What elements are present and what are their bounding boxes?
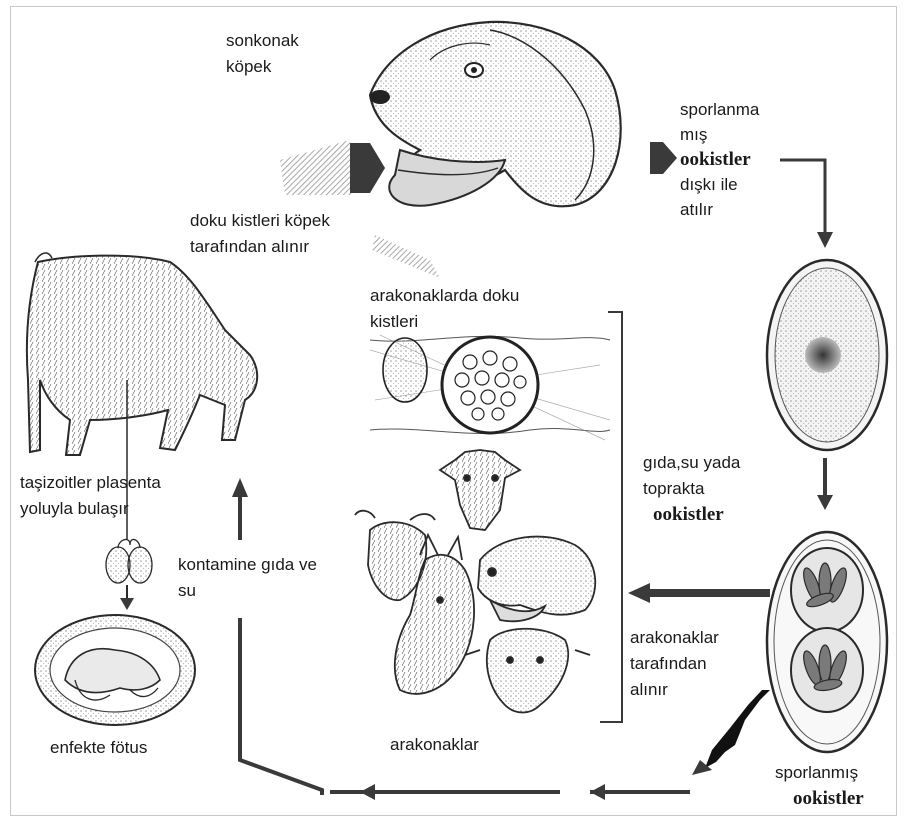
label-tissue-cysts-intermediate: arakonaklarda doku kistleri — [370, 283, 519, 335]
label-tissue-cysts-taken: doku kistleri köpek tarafından alınır — [190, 208, 330, 260]
unsporulated-oocyst-illustration — [767, 260, 887, 450]
arrow-into-dog — [350, 143, 385, 193]
label-definitive-host: sonkonak köpek — [226, 28, 299, 80]
label-intermediate-hosts: arakonaklar — [390, 732, 479, 758]
arrow-up-to-goat — [232, 478, 248, 497]
hatched-smear-left — [280, 140, 352, 195]
label-transplacental: taşizoitler plasenta yoluyla bulaşır — [20, 470, 161, 522]
hatched-smear-lower — [372, 235, 440, 278]
label-sporulated-oocysts: sporlanmış ookistler — [775, 760, 864, 812]
goat-illustration — [27, 253, 257, 455]
label-infected-fetus: enfekte fötus — [50, 735, 147, 761]
arrow-down-to-sporulated — [817, 495, 833, 510]
arrow-bottom-right — [590, 784, 605, 800]
arrow-down-to-unsporulated — [817, 232, 833, 248]
label-contaminated-food-water: kontamine gıda ve su — [178, 552, 317, 604]
placenta-illustration — [106, 539, 152, 583]
intermediate-hosts-illustration — [355, 450, 595, 713]
arrow-bottom-left — [360, 784, 375, 800]
label-unsporulated-oocysts: sporlanma mış ookistler dışkı ile atılır — [680, 97, 759, 222]
tissue-cyst-illustration — [370, 335, 610, 440]
label-oocysts-in-environment: gıda,su yada toprakta ookistler — [643, 450, 740, 528]
dog-head-illustration — [370, 22, 621, 206]
arrow-out-of-dog — [650, 142, 677, 174]
sporulated-oocyst-illustration — [767, 532, 887, 752]
label-taken-by-intermediate: arakonaklar tarafından alınır — [630, 625, 719, 703]
arrow-to-intermediate-hosts — [628, 583, 650, 603]
fetus-illustration — [35, 615, 195, 725]
